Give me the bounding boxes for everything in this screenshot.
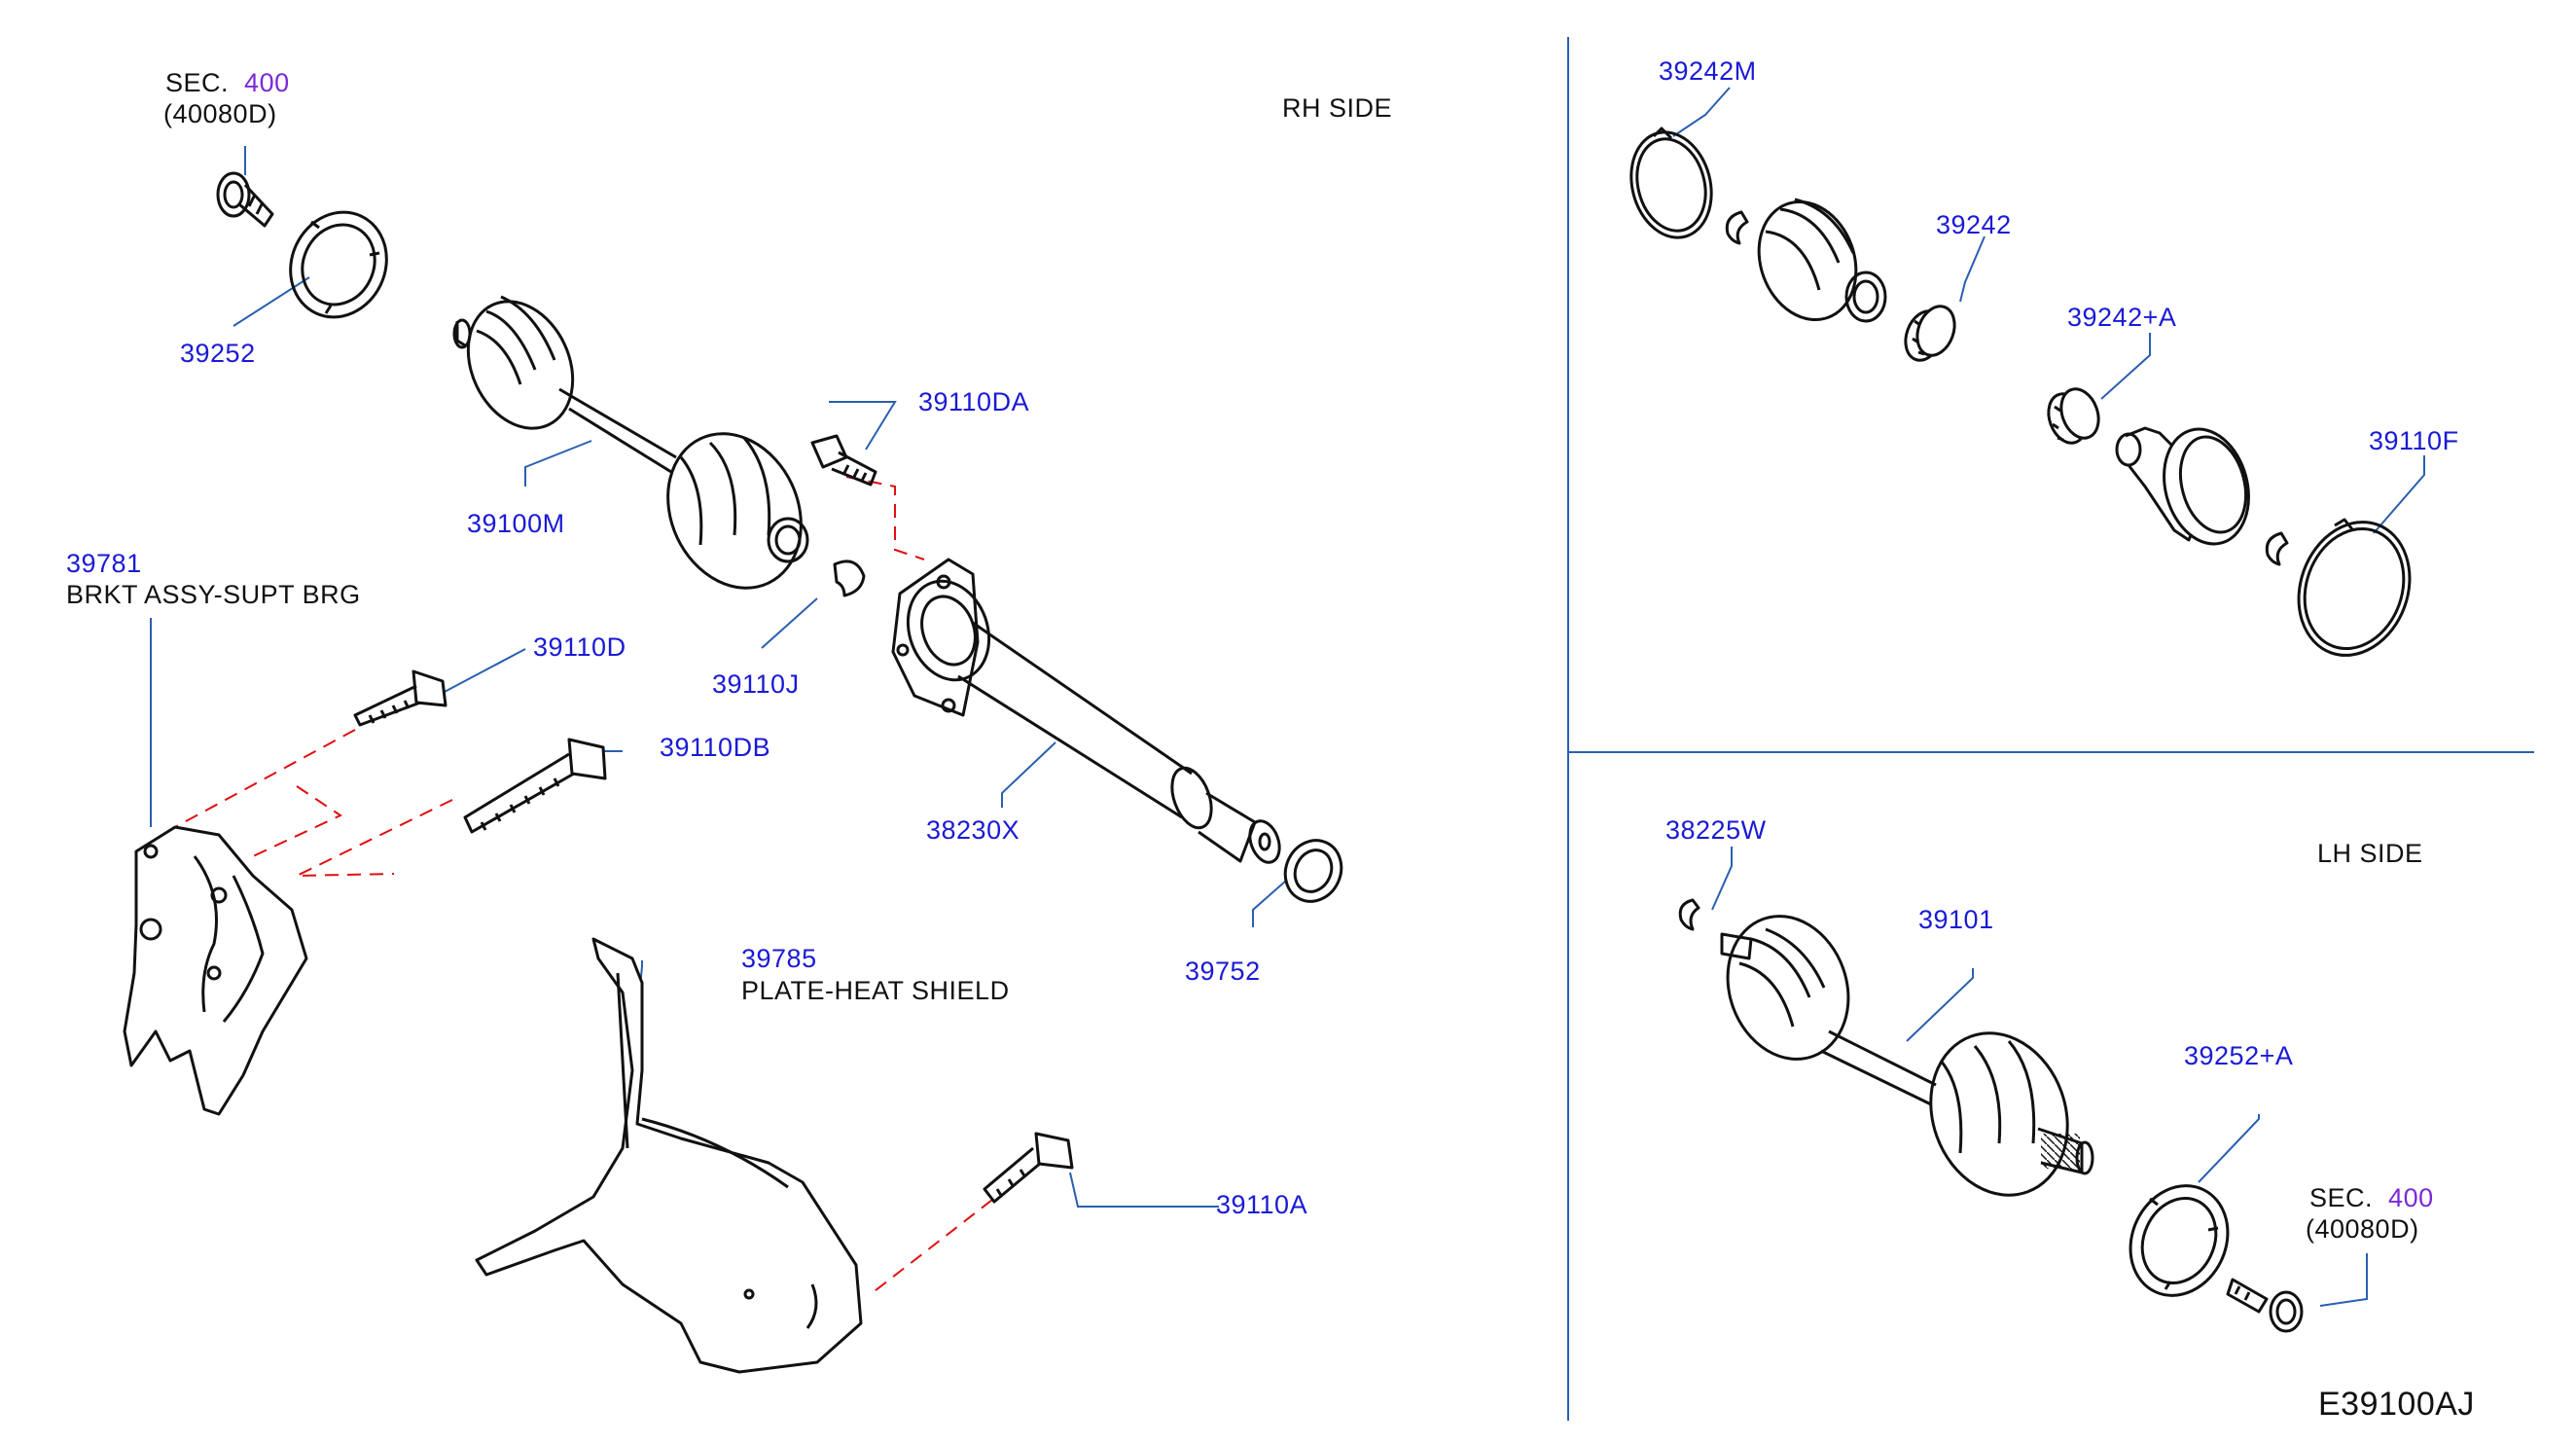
intermediate-shaft-38230x	[891, 558, 1281, 864]
bolt-39110d	[353, 669, 447, 727]
part-label-39100m[interactable]: 39100M	[467, 509, 565, 538]
sec-ref-top[interactable]: SEC. 400 (40080D)	[163, 68, 290, 128]
bearing-39242a	[2047, 387, 2100, 445]
part-label-39101[interactable]: 39101	[1918, 905, 1994, 934]
heat-shield-39785	[475, 937, 863, 1374]
band-clamp-39110f	[2297, 518, 2412, 657]
part-name-39781: BRKT ASSY-SUPT BRG	[66, 580, 361, 609]
divider-lines	[1567, 37, 2534, 1421]
part-label-39785[interactable]: 39785	[741, 944, 817, 973]
part-label-38225w[interactable]: 38225W	[1665, 815, 1767, 845]
sec-prefix: SEC.	[165, 68, 230, 97]
bolt-39110db	[463, 738, 607, 834]
part-label-39252a[interactable]: 39252+A	[2184, 1041, 2294, 1070]
sec-number: 400	[244, 68, 290, 97]
snap-ring-upper	[1725, 210, 1749, 245]
diagram-code: E39100AJ	[2318, 1386, 2475, 1423]
part-label-39252[interactable]: 39252	[180, 339, 256, 368]
part-label-39110j[interactable]: 39110J	[712, 669, 800, 699]
lh-shaft-39101	[1720, 915, 2094, 1197]
bolt-39110da	[810, 434, 877, 487]
hub-bolt-bottom	[2226, 1278, 2304, 1333]
sec-ref-bottom[interactable]: SEC. 400 (40080D)	[2306, 1183, 2434, 1244]
dust-seal-39252	[289, 210, 388, 319]
rh-shaft-39100m	[452, 295, 809, 590]
snap-ring-38225w	[1678, 898, 1700, 931]
sec-number: 400	[2388, 1183, 2434, 1212]
part-label-39242m[interactable]: 39242M	[1659, 56, 1757, 86]
bearing-39242	[1904, 305, 1956, 362]
hub-bolt-top	[216, 171, 274, 228]
sec-sub: (40080D)	[163, 99, 277, 128]
outer-boot	[1757, 198, 1887, 323]
part-label-39110db[interactable]: 39110DB	[660, 733, 771, 762]
sec-prefix: SEC.	[2309, 1183, 2374, 1212]
part-label-39781[interactable]: 39781	[66, 549, 142, 578]
part-label-39242[interactable]: 39242	[1936, 210, 2012, 239]
bolt-39110a	[983, 1132, 1074, 1204]
dust-seal-39252a	[2129, 1184, 2230, 1297]
part-label-39110a[interactable]: 39110A	[1216, 1190, 1308, 1219]
sec-sub: (40080D)	[2306, 1214, 2419, 1244]
washer-39752	[1283, 839, 1343, 903]
part-label-39752[interactable]: 39752	[1185, 957, 1261, 986]
part-label-39110f[interactable]: 39110F	[2369, 426, 2459, 455]
part-name-39785: PLATE-HEAT SHIELD	[741, 976, 1010, 1005]
bracket-39781	[123, 825, 308, 1116]
snap-ring-39110j	[833, 560, 866, 597]
part-outlines	[123, 126, 2412, 1374]
part-label-39242a[interactable]: 39242+A	[2067, 303, 2177, 332]
rh-side-label: RH SIDE	[1282, 93, 1393, 123]
lh-side-label: LH SIDE	[2317, 839, 2423, 868]
part-label-39110d[interactable]: 39110D	[533, 632, 626, 662]
leader-lines	[150, 87, 2425, 1307]
inner-boot	[2115, 426, 2250, 546]
band-clamp-39242m	[1629, 126, 1713, 239]
part-label-39110da[interactable]: 39110DA	[918, 387, 1030, 416]
snap-ring-lower	[2265, 531, 2289, 566]
part-label-38230x[interactable]: 38230X	[926, 815, 1020, 845]
